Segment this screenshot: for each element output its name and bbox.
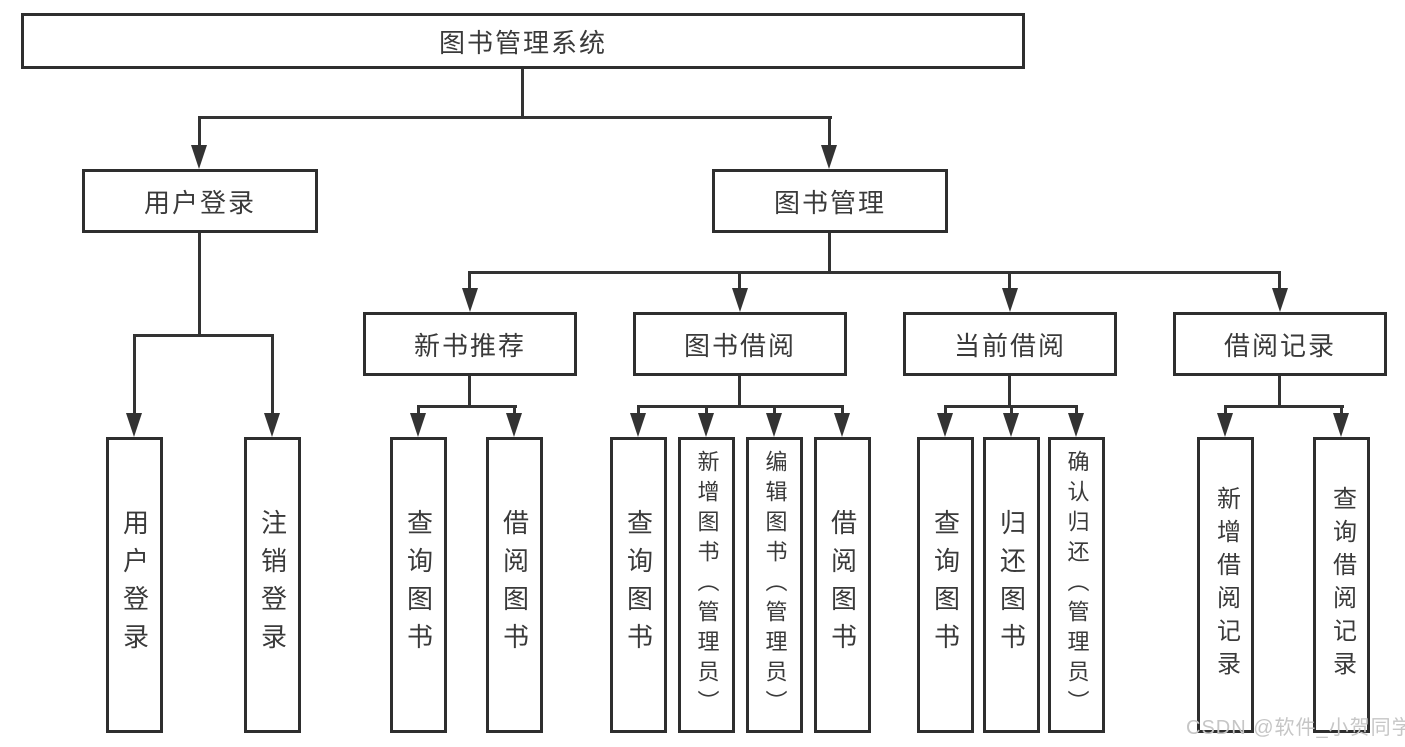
arrow-down-icon	[1002, 288, 1018, 312]
arrow-down-icon	[191, 145, 207, 169]
connector-line	[773, 405, 776, 415]
arrow-down-icon	[126, 413, 142, 437]
connector-line	[133, 334, 136, 413]
connector-line	[1340, 405, 1343, 415]
node-book-management: 图书管理	[712, 169, 948, 233]
arrow-down-icon	[630, 413, 646, 437]
leaf-query-borrow-record-label: 查询借阅记录	[1328, 486, 1356, 684]
connector-line	[133, 334, 274, 337]
leaf-logout-login: 注销登录	[244, 437, 301, 733]
leaf-query-books-1: 查询图书	[390, 437, 447, 733]
leaf-query-books-2: 查询图书	[610, 437, 667, 733]
arrow-down-icon	[1068, 413, 1084, 437]
leaf-borrow-books-1-label: 借阅图书	[499, 509, 530, 661]
arrow-down-icon	[1003, 413, 1019, 437]
connector-line	[417, 405, 420, 415]
leaf-confirm-return-admin-label: 确认归还（管理员）	[1064, 450, 1090, 720]
connector-line	[1224, 405, 1227, 415]
leaf-user-login-label: 用户登录	[119, 509, 150, 661]
connector-line	[1075, 405, 1078, 415]
connector-line	[417, 405, 517, 408]
arrow-down-icon	[834, 413, 850, 437]
arrow-down-icon	[506, 413, 522, 437]
leaf-user-login: 用户登录	[106, 437, 163, 733]
arrow-down-icon	[1217, 413, 1233, 437]
connector-line	[468, 271, 1281, 274]
node-new-book-recommend: 新书推荐	[363, 312, 577, 376]
leaf-add-borrow-record-label: 新增借阅记录	[1212, 486, 1240, 684]
watermark: CSDN @软件_小贺同学	[1186, 717, 1405, 739]
arrow-down-icon	[732, 288, 748, 312]
root-node: 图书管理系统	[21, 13, 1025, 69]
leaf-add-book-admin-label: 新增图书（管理员）	[694, 450, 720, 720]
connector-line	[1008, 271, 1011, 291]
node-user-login-label: 用户登录	[143, 187, 256, 218]
arrow-down-icon	[937, 413, 953, 437]
connector-line	[198, 233, 201, 336]
connector-line	[1008, 374, 1011, 408]
connector-line	[198, 116, 201, 146]
node-borrowing-records: 借阅记录	[1173, 312, 1387, 376]
connector-line	[468, 374, 471, 408]
arrow-down-icon	[1272, 288, 1288, 312]
connector-line	[705, 405, 708, 415]
node-current-borrowing-label: 当前借阅	[953, 330, 1066, 361]
leaf-return-books: 归还图书	[983, 437, 1040, 733]
leaf-edit-book-admin-label: 编辑图书（管理员）	[762, 450, 788, 720]
arrow-down-icon	[698, 413, 714, 437]
arrow-down-icon	[766, 413, 782, 437]
connector-line	[944, 405, 947, 415]
node-book-borrowing: 图书借阅	[633, 312, 847, 376]
leaf-query-books-1-label: 查询图书	[403, 509, 434, 661]
node-user-login: 用户登录	[82, 169, 318, 233]
leaf-confirm-return-admin: 确认归还（管理员）	[1048, 437, 1105, 733]
connector-line	[1278, 374, 1281, 408]
leaf-query-books-2-label: 查询图书	[623, 509, 654, 661]
leaf-add-book-admin: 新增图书（管理员）	[678, 437, 735, 733]
arrow-down-icon	[462, 288, 478, 312]
connector-line	[468, 271, 471, 291]
connector-line	[513, 405, 516, 415]
leaf-edit-book-admin: 编辑图书（管理员）	[746, 437, 803, 733]
connector-line	[828, 116, 831, 146]
node-book-borrowing-label: 图书借阅	[683, 330, 796, 361]
connector-line	[271, 334, 274, 413]
root-node-label: 图书管理系统	[438, 27, 607, 58]
connector-line	[1010, 405, 1013, 415]
leaf-query-borrow-record: 查询借阅记录	[1313, 437, 1370, 733]
node-new-book-recommend-label: 新书推荐	[413, 330, 526, 361]
connector-line	[841, 405, 844, 415]
leaf-query-books-3-label: 查询图书	[930, 509, 961, 661]
leaf-borrow-books-1: 借阅图书	[486, 437, 543, 733]
connector-line	[198, 116, 832, 119]
arrow-down-icon	[1333, 413, 1349, 437]
node-borrowing-records-label: 借阅记录	[1223, 330, 1336, 361]
connector-line	[521, 68, 524, 118]
arrow-down-icon	[264, 413, 280, 437]
leaf-add-borrow-record: 新增借阅记录	[1197, 437, 1254, 733]
leaf-borrow-books-2-label: 借阅图书	[827, 509, 858, 661]
connector-line	[738, 374, 741, 408]
connector-line	[1224, 405, 1344, 408]
node-book-management-label: 图书管理	[773, 187, 886, 218]
arrow-down-icon	[410, 413, 426, 437]
leaf-borrow-books-2: 借阅图书	[814, 437, 871, 733]
leaf-query-books-3: 查询图书	[917, 437, 974, 733]
connector-line	[738, 271, 741, 291]
connector-line	[1278, 271, 1281, 291]
leaf-return-books-label: 归还图书	[996, 509, 1027, 661]
leaf-logout-login-label: 注销登录	[257, 509, 288, 661]
connector-line	[637, 405, 640, 415]
arrow-down-icon	[821, 145, 837, 169]
node-current-borrowing: 当前借阅	[903, 312, 1117, 376]
connector-line	[637, 405, 844, 408]
connector-line	[828, 233, 831, 274]
